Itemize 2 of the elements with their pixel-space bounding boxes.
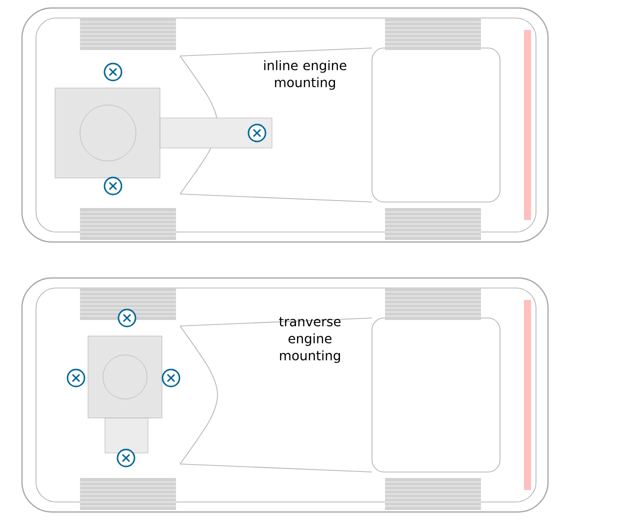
- caption-text: inline engine mounting: [264, 60, 346, 90]
- caption-text: tranverse engine mounting: [279, 317, 341, 363]
